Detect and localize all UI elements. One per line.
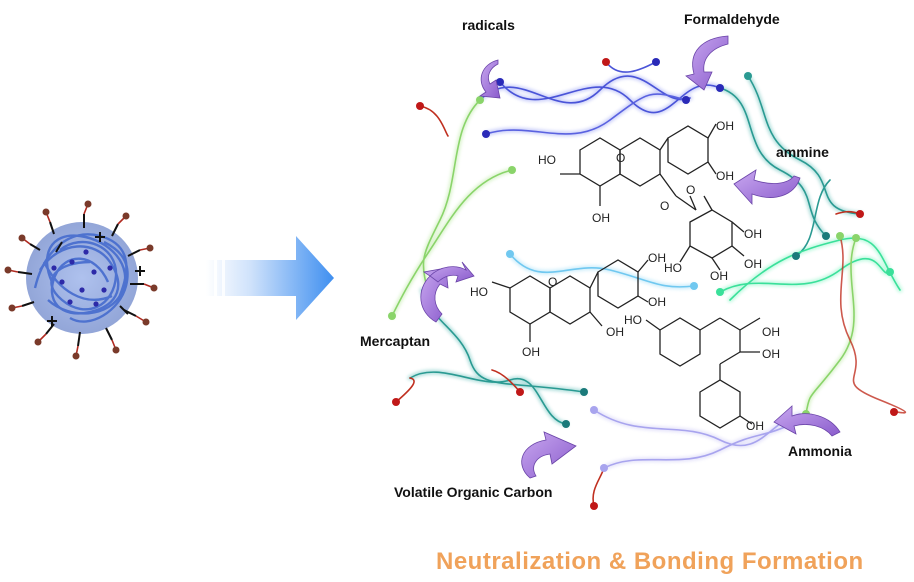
molecule-enterodiol (645, 317, 761, 429)
chem-ho: HO (538, 153, 556, 167)
chem-labels: OH OH HO OH O O O OH OH OH HO HO OH O OH… (470, 119, 780, 433)
chem-o: O (686, 183, 695, 197)
chem-ho: HO (470, 285, 488, 299)
label-ammonia: Ammonia (788, 443, 852, 459)
curved-arrows (420, 35, 841, 479)
curved-arrow-ammonia (773, 405, 841, 437)
chem-oh: OH (606, 325, 624, 339)
chem-oh: OH (648, 295, 666, 309)
chem-oh: OH (710, 269, 728, 283)
label-mercaptan: Mercaptan (360, 333, 430, 349)
pollutant-labels: radicals Formaldehyde ammine Mercaptan V… (360, 11, 852, 500)
chem-oh: OH (592, 211, 610, 225)
label-volatile-organic-carbon: Volatile Organic Carbon (394, 484, 552, 500)
chem-o: O (548, 275, 557, 289)
curved-arrow-formaldehyde (685, 35, 729, 91)
chem-oh: OH (744, 227, 762, 241)
label-radicals: radicals (462, 17, 515, 33)
chemical-structures (491, 123, 761, 429)
chem-ho: HO (624, 313, 642, 327)
curved-arrow-radicals (478, 59, 501, 99)
chem-oh: OH (522, 345, 540, 359)
molecule-ecg (560, 123, 745, 271)
chem-o: O (616, 151, 625, 165)
curved-arrow-voc (521, 431, 577, 479)
chem-oh: OH (716, 169, 734, 183)
label-ammine: ammine (776, 144, 829, 160)
chem-oh: OH (762, 325, 780, 339)
process-arrow (206, 236, 334, 320)
chem-oh: OH (744, 257, 762, 271)
nanoparticle (4, 200, 158, 360)
molecule-catechin (491, 259, 649, 342)
chem-o: O (660, 199, 669, 213)
chem-ho: HO (664, 261, 682, 275)
chem-oh: OH (648, 251, 666, 265)
curved-arrow-mercaptan (420, 267, 449, 323)
caption: Neutralization & Bonding Formation (436, 548, 864, 575)
chem-oh: OH (716, 119, 734, 133)
label-formaldehyde: Formaldehyde (684, 11, 780, 27)
curved-arrow-ammine (733, 169, 801, 206)
curved-arrow-mercaptan-top (429, 261, 475, 283)
chem-oh: OH (762, 347, 780, 361)
chem-oh: OH (746, 419, 764, 433)
